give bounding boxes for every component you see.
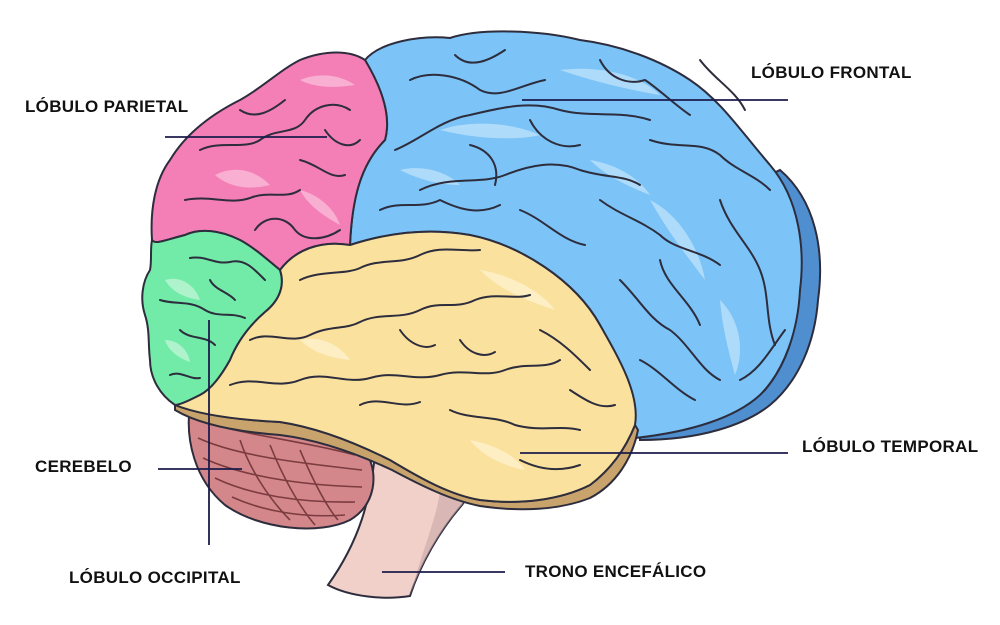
leader-lines [158,99,788,573]
occipital-lobe [141,229,283,407]
label-temporal-lobe: LÓBULO TEMPORAL [802,437,979,456]
occipital-sulci [159,256,266,380]
temporal-shape [174,230,637,503]
temporal-sulci [229,248,616,471]
temporal-lobe [174,230,640,511]
parietal-lobe [150,51,389,272]
frontal-lobe [348,30,822,442]
occipital-highlights [165,278,200,362]
label-brainstem: TRONO ENCEFÁLICO [525,562,707,581]
frontal-sulci [379,49,786,401]
label-occipital-lobe: LÓBULO OCCIPITAL [69,568,241,587]
label-frontal-lobe: LÓBULO FRONTAL [751,63,912,82]
cerebellum-folds [197,419,363,526]
label-parietal-lobe: LÓBULO PARIETAL [25,97,189,116]
parietal-highlights [215,75,355,225]
parietal-sulci [184,99,361,240]
label-cerebellum: CEREBELO [35,457,132,476]
temporal-highlights [300,270,555,470]
